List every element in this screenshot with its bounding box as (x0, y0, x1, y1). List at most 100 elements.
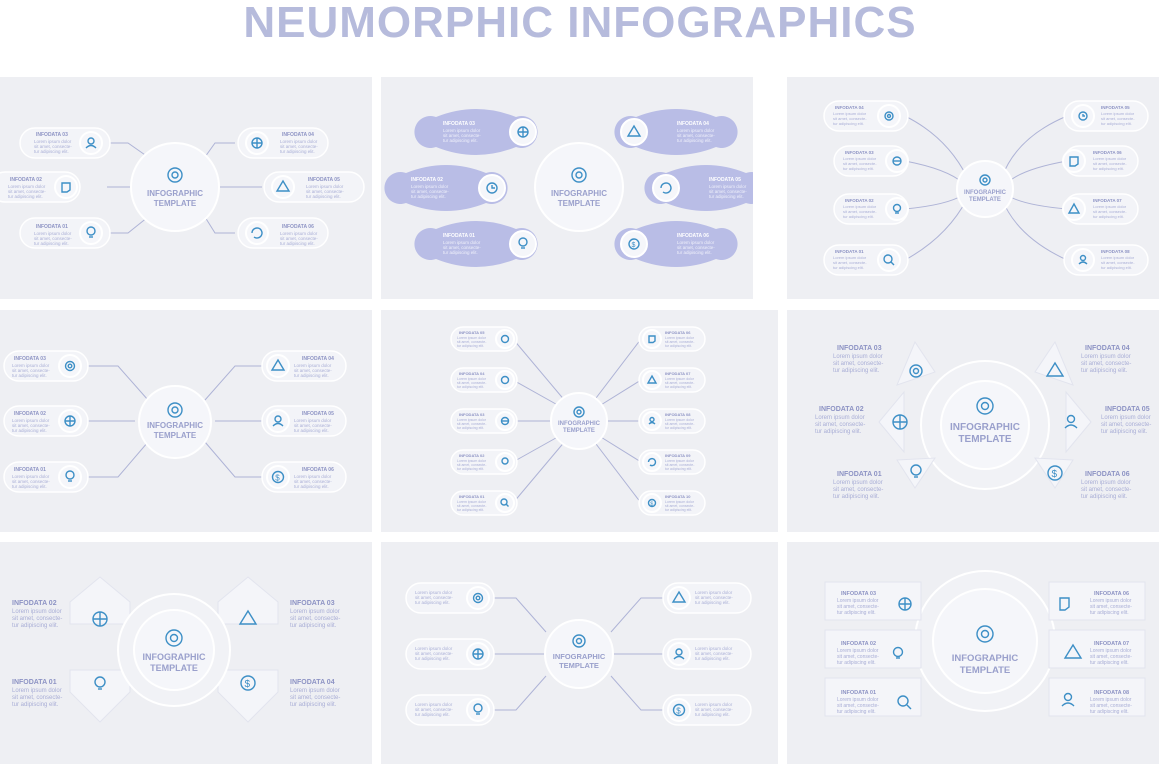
label-lorem-l3: tur adipiscing elit. (837, 610, 876, 616)
label-lorem-l2: sit amet, consecte- (457, 422, 487, 426)
label-center-line1: INFOGRAPHIC (143, 652, 207, 662)
label-lorem-l1: Lorem ipsum dolor (833, 354, 883, 360)
label-infodata-d04: INFODATA 04 (835, 105, 864, 110)
label-lorem-l3: tur adipiscing elit. (457, 467, 484, 471)
label-lorem-l2: sit amet, consecte- (695, 651, 733, 656)
label-lorem-l3: tur adipiscing elit. (833, 368, 880, 374)
warning-icon (646, 374, 658, 384)
label-lorem-l3: tur adipiscing elit. (34, 149, 69, 154)
label-lorem-l1: Lorem ipsum dolor (415, 646, 453, 651)
label-lorem-l2: sit amet, consecte- (290, 616, 340, 622)
user-icon (673, 648, 685, 660)
label-lorem-l2: sit amet, consecte- (833, 361, 883, 367)
label-lorem-l1: Lorem ipsum dolor (1101, 415, 1151, 421)
label-infodata-d06: INFODATA 06 (665, 330, 691, 335)
label-lorem-l1: Lorem ipsum dolor (815, 415, 865, 421)
warning-icon (671, 590, 687, 603)
label-lorem-l1: Lorem ipsum dolor (457, 377, 487, 381)
bulb-icon (892, 646, 904, 659)
label-lorem-l1: Lorem ipsum dolor (1101, 255, 1135, 260)
label-lorem-l3: tur adipiscing elit. (1093, 214, 1124, 219)
label-lorem-l3: tur adipiscing elit. (1090, 709, 1129, 715)
label-lorem-l2: sit amet, consecte- (12, 368, 50, 373)
label-lorem-l3: tur adipiscing elit. (665, 426, 692, 430)
label-lorem-l2: sit amet, consecte- (457, 340, 487, 344)
label-lorem-l3: tur adipiscing elit. (280, 241, 315, 246)
clock-icon (500, 334, 510, 344)
label-lorem-l3: tur adipiscing elit. (34, 241, 69, 246)
label-center-line2: TEMPLATE (558, 199, 601, 208)
label-center-line1: INFOGRAPHIC (950, 422, 1020, 433)
label-infodata-d05: INFODATA 05 (1105, 406, 1150, 413)
label-infodata-d01: INFODATA 01 (459, 494, 485, 499)
label-lorem-l3: tur adipiscing elit. (8, 194, 43, 199)
label-lorem-l3: tur adipiscing elit. (415, 712, 450, 717)
label-infodata-d03: INFODATA 03 (443, 121, 475, 127)
label-lorem-l3: tur adipiscing elit. (665, 344, 692, 348)
target-icon (979, 174, 991, 186)
bulb-icon (910, 464, 922, 478)
label-lorem-l1: Lorem ipsum dolor (12, 474, 50, 479)
label-infodata-d05: INFODATA 05 (1101, 105, 1130, 110)
bulb-icon (501, 457, 509, 465)
label-lorem-l1: Lorem ipsum dolor (290, 609, 340, 615)
label-lorem-l2: sit amet, consecte- (815, 422, 865, 428)
label-lorem-l3: tur adipiscing elit. (457, 385, 484, 389)
label-lorem-l2: sit amet, consecte- (415, 707, 453, 712)
label-center-line2: TEMPLATE (969, 197, 1001, 203)
label-lorem-l1: Lorem ipsum dolor (1090, 598, 1132, 604)
label-lorem-l1: Lorem ipsum dolor (415, 702, 453, 707)
target-icon (572, 634, 586, 648)
label-infodata-d02: INFODATA 02 (459, 453, 485, 458)
label-infodata-d07: INFODATA 07 (665, 371, 691, 376)
label-infodata-d05: INFODATA 05 (302, 411, 334, 417)
label-lorem-l1: Lorem ipsum dolor (34, 139, 72, 144)
label-lorem-l3: tur adipiscing elit. (411, 194, 446, 199)
label-lorem-l1: Lorem ipsum dolor (306, 184, 344, 189)
label-lorem-l3: tur adipiscing elit. (1081, 494, 1128, 500)
label-lorem-l3: tur adipiscing elit. (837, 709, 876, 715)
label-infodata-d04: INFODATA 04 (282, 132, 314, 138)
page-title: NEUMORPHIC INFOGRAPHICS (243, 0, 917, 47)
label-lorem-l1: Lorem ipsum dolor (294, 474, 332, 479)
label-lorem-l3: tur adipiscing elit. (695, 712, 730, 717)
label-infodata-d04: INFODATA 04 (677, 121, 709, 127)
label-infodata-d05: INFODATA 05 (308, 177, 340, 183)
label-lorem-l3: tur adipiscing elit. (415, 600, 450, 605)
label-lorem-l3: tur adipiscing elit. (280, 149, 315, 154)
label-lorem-l3: tur adipiscing elit. (415, 656, 450, 661)
bulb-icon (892, 203, 902, 214)
bulb-icon (473, 703, 483, 715)
label-lorem-l3: tur adipiscing elit. (1101, 429, 1148, 435)
svg-text:$: $ (632, 242, 636, 249)
label-center-line1: INFOGRAPHIC (558, 421, 601, 427)
user-icon (272, 415, 284, 427)
panel-3: INFOGRAPHIC TEMPLATE INFODATA 04 Lorem ip… (787, 77, 1159, 299)
user-icon (1078, 254, 1088, 265)
warning-icon (1067, 202, 1081, 214)
label-lorem-l2: sit amet, consecte- (1101, 116, 1135, 121)
label-lorem-l3: tur adipiscing elit. (290, 702, 337, 708)
globe-icon (892, 414, 908, 430)
label-lorem-l2: sit amet, consecte- (34, 144, 72, 149)
target-icon (165, 629, 183, 647)
label-lorem-l3: tur adipiscing elit. (306, 194, 341, 199)
dollar-icon: $ (1047, 465, 1063, 481)
label-infodata-d01: INFODATA 01 (14, 467, 46, 473)
label-lorem-l2: sit amet, consecte- (837, 654, 879, 660)
clock-icon (486, 182, 498, 194)
user-icon (648, 416, 656, 425)
svg-text:$: $ (676, 706, 681, 715)
chat-icon (1059, 597, 1070, 611)
label-center-line1: INFOGRAPHIC (964, 190, 1007, 196)
label-lorem-l2: sit amet, consecte- (1090, 703, 1132, 709)
label-infodata-d02: INFODATA 02 (819, 406, 864, 413)
label-lorem-l1: Lorem ipsum dolor (457, 459, 487, 463)
label-lorem-l1: Lorem ipsum dolor (833, 255, 867, 260)
target-icon (976, 397, 994, 415)
globe-icon (500, 416, 510, 426)
label-lorem-l2: sit amet, consecte- (457, 504, 487, 508)
label-infodata-d01: INFODATA 01 (841, 690, 876, 696)
gear-icon (472, 592, 484, 604)
svg-text:$: $ (650, 502, 653, 508)
